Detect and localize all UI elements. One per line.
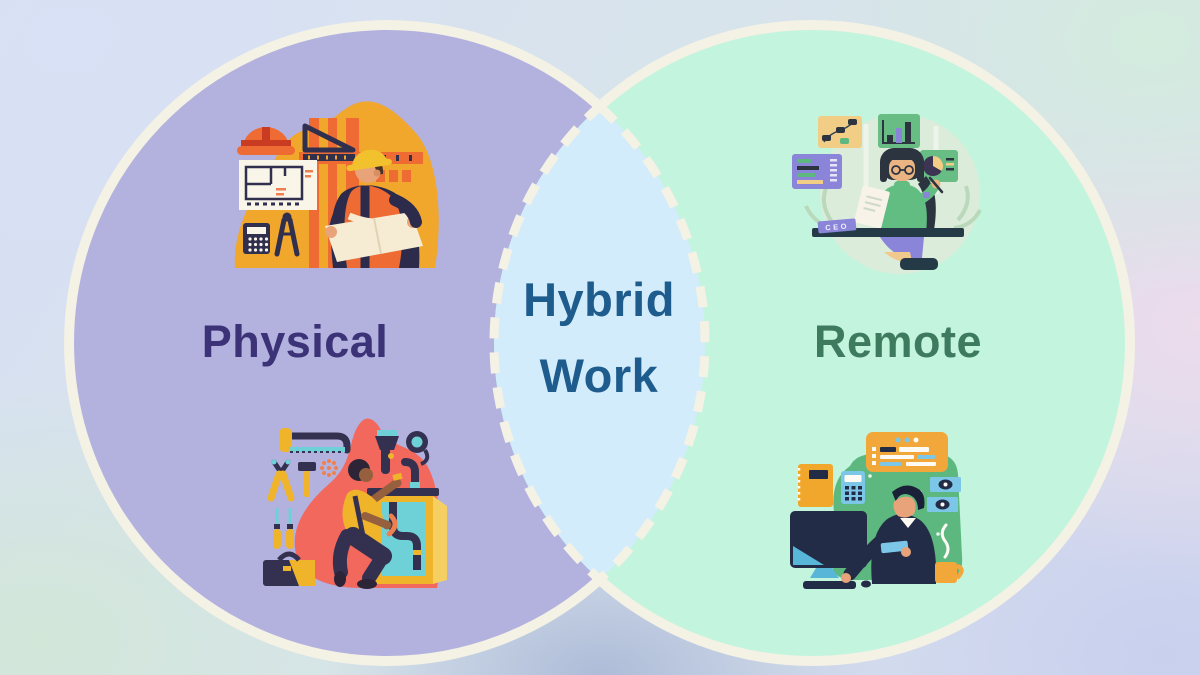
overlap-dashed-border [489, 100, 710, 586]
plumber-illustration [263, 418, 447, 589]
hard-hat-icon [237, 127, 295, 155]
construction-worker [325, 149, 423, 268]
flowchart-card [818, 116, 862, 148]
left-circle-border [64, 20, 603, 666]
calculator-icon [243, 223, 270, 254]
ceo-nameplate-text: CEO [825, 221, 849, 232]
ceo-nameplate: CEO [817, 218, 857, 234]
ceo-woman [854, 148, 944, 232]
remote-finance-worker-illustration [790, 432, 964, 589]
task-list-card [792, 154, 842, 189]
sparkle-icon [320, 459, 338, 477]
under-desk [880, 237, 938, 270]
overlap-lens [493, 106, 706, 580]
money-bills-icon [927, 477, 961, 512]
screwdrivers-icon [273, 508, 294, 549]
keyboard [803, 581, 856, 589]
hammer-icon [298, 462, 316, 497]
physical-label: Physical [201, 316, 389, 367]
remote-label: Remote [813, 316, 983, 367]
drafting-compass-icon [274, 212, 300, 257]
blueprint-floor-plan [239, 160, 317, 210]
pipe-wrench-icon [375, 430, 399, 474]
mouse [861, 580, 871, 588]
plumber-person [332, 459, 403, 589]
remote-ceo-illustration: CEO [792, 114, 982, 274]
right-circle-border [596, 20, 1135, 666]
hybrid-work-label-line2: Work [539, 349, 659, 402]
hybrid-work-label: Hybrid Work [470, 262, 728, 414]
sink-cabinet [367, 488, 447, 584]
hybrid-work-label-line1: Hybrid [523, 273, 675, 326]
bar-chart-card [878, 114, 920, 148]
calculator-icon [841, 471, 865, 504]
coffee-mug-icon [935, 523, 964, 583]
construction-engineer-illustration [234, 101, 439, 268]
tape-measure-icon [406, 431, 430, 466]
clipboard-paper [854, 185, 890, 229]
spiral-notebook-icon [797, 464, 833, 507]
computer-monitor [790, 511, 871, 589]
steam [940, 523, 950, 559]
pie-chart-card [920, 150, 958, 182]
hacksaw-icon [279, 428, 351, 454]
set-square-icon [302, 123, 356, 161]
pliers-icon [267, 459, 295, 502]
toolbox-icon [263, 551, 315, 586]
finance-worker-man [841, 485, 937, 584]
faucet-pipe [401, 458, 420, 494]
payment-card [880, 540, 909, 554]
browser-window-card [866, 432, 948, 472]
